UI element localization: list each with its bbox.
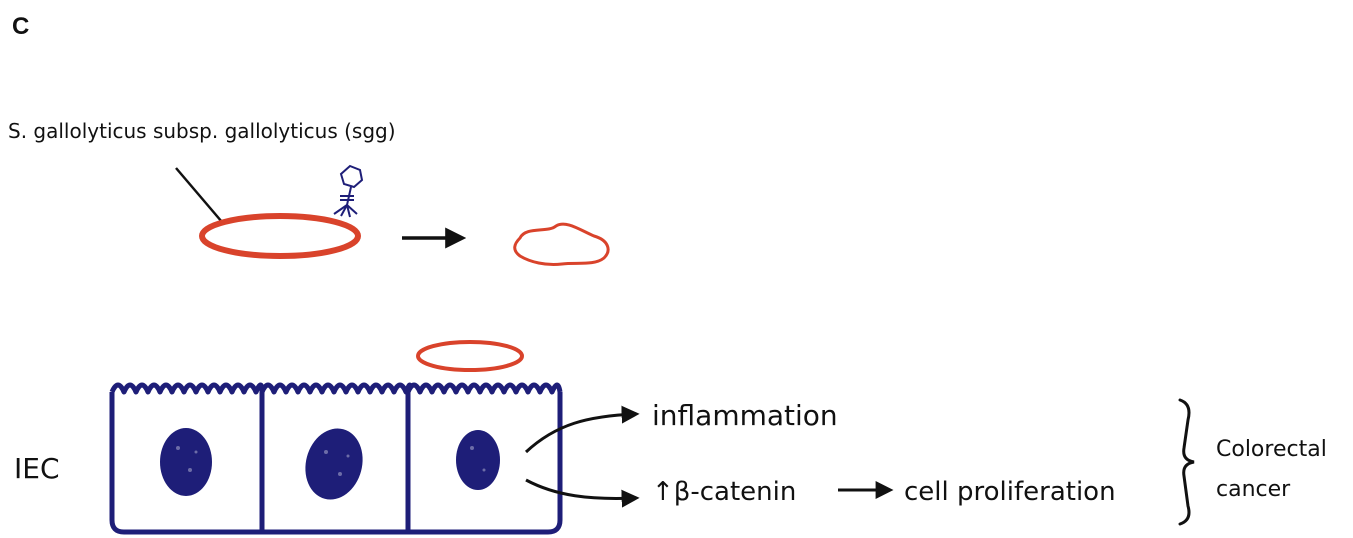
phage-icon xyxy=(334,166,362,217)
inflammation-label: inflammation xyxy=(652,399,838,432)
nucleus xyxy=(456,430,500,490)
beta-catenin-label: ↑β-catenin xyxy=(652,477,796,507)
cell-proliferation-label: cell proliferation xyxy=(904,477,1116,507)
arrow-icon xyxy=(526,414,636,452)
microvilli xyxy=(262,385,410,392)
label-leader-line xyxy=(176,168,222,222)
arrow-icon xyxy=(526,480,636,498)
lysed-bacterium xyxy=(515,224,608,264)
microvilli xyxy=(112,385,262,392)
panel-label: C xyxy=(12,13,29,40)
nucleus xyxy=(298,422,371,506)
attached-bacterium xyxy=(418,342,522,370)
microvilli xyxy=(408,385,560,392)
cell-label: IEC xyxy=(14,452,60,485)
brace-icon xyxy=(1180,400,1194,524)
sgg-bacterium xyxy=(202,216,358,256)
nucleus xyxy=(160,428,212,496)
cancer-label-line1: Colorectal xyxy=(1216,437,1327,462)
bacterium-label: S. gallolyticus subsp. gallolyticus (sgg… xyxy=(8,119,396,143)
cancer-label-line2: cancer xyxy=(1216,477,1291,502)
nuclei xyxy=(160,422,500,506)
